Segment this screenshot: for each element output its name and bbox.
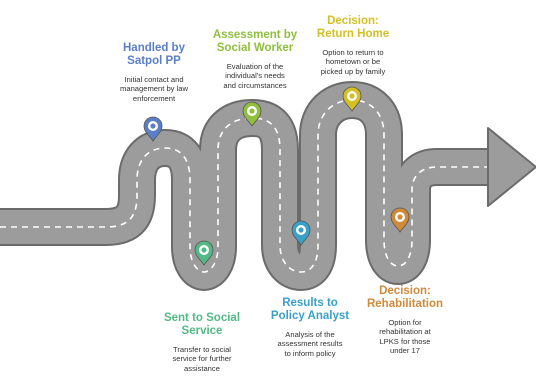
step-assessment: Assessment by Social Worker Evaluation o… bbox=[195, 29, 315, 90]
step-sent-description: Transfer to social service for further a… bbox=[172, 345, 232, 373]
step-results-description: Analysis of the assessment results to in… bbox=[277, 330, 343, 358]
step-handled-title: Handled by Satpol PP bbox=[123, 42, 185, 67]
step-handled-description: Initial contact and management by law en… bbox=[120, 75, 188, 103]
step-rehabilitation-description: Option for rehabilitation at LPKS for th… bbox=[379, 318, 431, 356]
step-return-home-description: Option to return to hometown or be picke… bbox=[320, 48, 386, 76]
location-pin-icon bbox=[143, 116, 163, 142]
step-rehabilitation-title: Decision: Rehabilitation bbox=[366, 285, 444, 310]
step-assessment-description: Evaluation of the individual's needs and… bbox=[223, 62, 287, 90]
step-results: Results to Policy Analyst Analysis of th… bbox=[250, 297, 370, 358]
arrowhead bbox=[487, 127, 536, 207]
location-pin-icon bbox=[242, 101, 262, 127]
step-assessment-title: Assessment by Social Worker bbox=[212, 29, 298, 54]
road-center-dashes bbox=[0, 99, 507, 273]
step-sent-title: Sent to Social Service bbox=[163, 312, 241, 337]
location-pin-icon bbox=[194, 240, 214, 266]
step-return-home-title: Decision: Return Home bbox=[316, 15, 390, 40]
step-handled: Handled by Satpol PP Initial contact and… bbox=[94, 42, 214, 103]
step-results-title: Results to Policy Analyst bbox=[270, 297, 350, 322]
step-sent: Sent to Social Service Transfer to socia… bbox=[142, 312, 262, 373]
location-pin-icon bbox=[390, 207, 410, 233]
location-pin-icon bbox=[291, 220, 311, 246]
step-return-home: Decision: Return Home Option to return t… bbox=[293, 15, 413, 76]
location-pin-icon bbox=[342, 86, 362, 112]
step-rehabilitation: Decision: Rehabilitation Option for reha… bbox=[350, 285, 460, 356]
